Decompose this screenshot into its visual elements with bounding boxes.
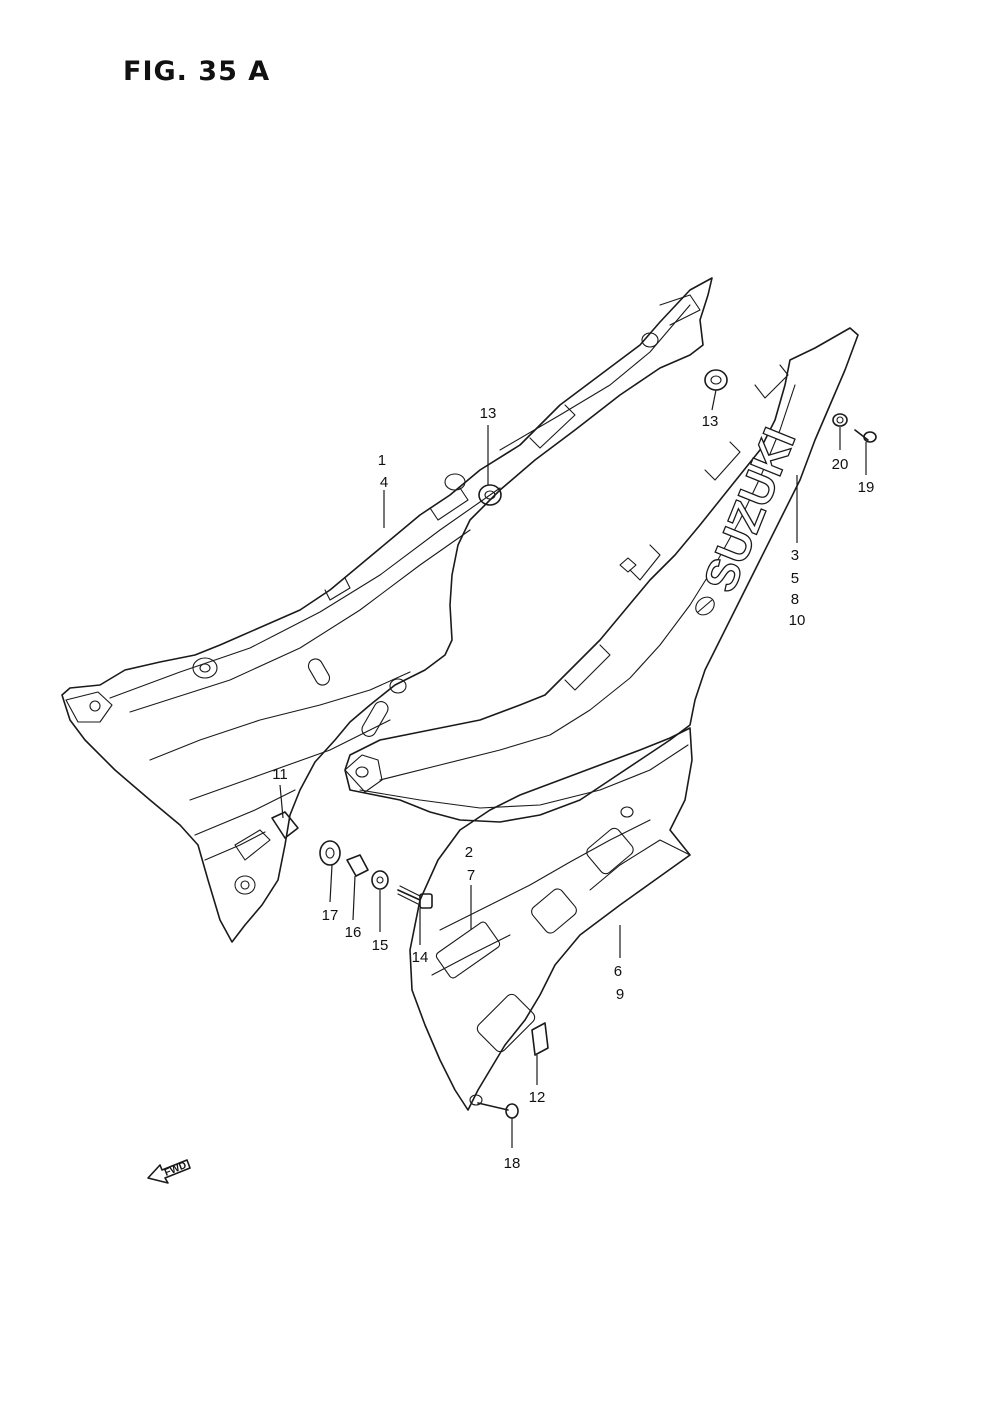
callout-20: 20: [832, 456, 849, 473]
grommet-13b: [704, 369, 728, 391]
right-frame-cover: SUZUKI: [344, 327, 859, 823]
bolt-14: [397, 885, 433, 909]
washer-15: [371, 870, 389, 890]
callout-16: 16: [345, 924, 362, 941]
callout-18: 18: [504, 1155, 521, 1172]
collar-16: [346, 854, 369, 877]
callout-19: 19: [858, 479, 875, 496]
callout-14: 14: [412, 949, 429, 966]
fwd-label: FWD: [163, 1160, 188, 1179]
suzuki-logo: SUZUKI: [693, 421, 805, 599]
callout-12: 12: [529, 1089, 546, 1106]
cushion-17: [319, 840, 341, 866]
callout-6-9: 6 9: [614, 963, 627, 1003]
cushion-11: [271, 811, 299, 839]
figure-title: FIG. 35 A: [123, 56, 271, 87]
screw-19: [854, 429, 877, 443]
fwd-arrow: FWD: [147, 1159, 191, 1184]
callout-17: 17: [322, 907, 339, 924]
grommet-13a: [478, 484, 502, 506]
callout-13-upper-left: 13: [480, 405, 497, 422]
callout-11: 11: [272, 766, 288, 783]
collar-20: [832, 413, 848, 427]
callout-13-upper-right: 13: [702, 413, 719, 430]
leader-lines: [279, 389, 867, 1148]
screw-18: [477, 1102, 519, 1119]
left-frame-cover: [61, 277, 713, 943]
cushion-12: [531, 1022, 549, 1056]
callout-2-7: 2 7: [465, 844, 478, 884]
lower-side-cover: [409, 727, 693, 1111]
callout-labels: 1 4 13 13 20 19 3 5 8 10 11 2 7 17: [272, 405, 874, 1172]
callout-3-5-8-10: 3 5 8 10: [789, 547, 806, 629]
callout-1-4: 1 4: [378, 452, 391, 491]
callout-15: 15: [372, 937, 389, 954]
